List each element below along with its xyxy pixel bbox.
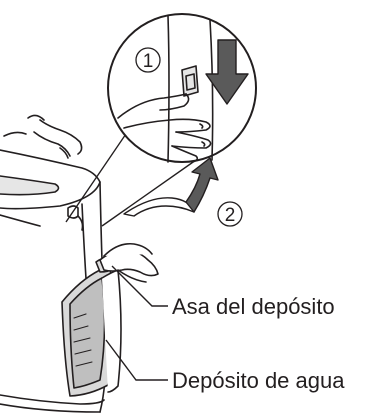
latch [182,66,198,96]
hand-on-top [4,115,82,158]
device-base [0,395,104,404]
label-tank: Depósito de agua [172,368,345,393]
step-1-number: 1 [143,51,154,72]
callout-tank: Depósito de agua [106,340,345,393]
water-tank [62,268,121,396]
zoom-detail: 1 [66,14,256,226]
step-2-number: 2 [225,205,236,226]
pull-out-arrow: 2 [124,158,242,226]
label-handle: Asa del depósito [172,294,335,319]
